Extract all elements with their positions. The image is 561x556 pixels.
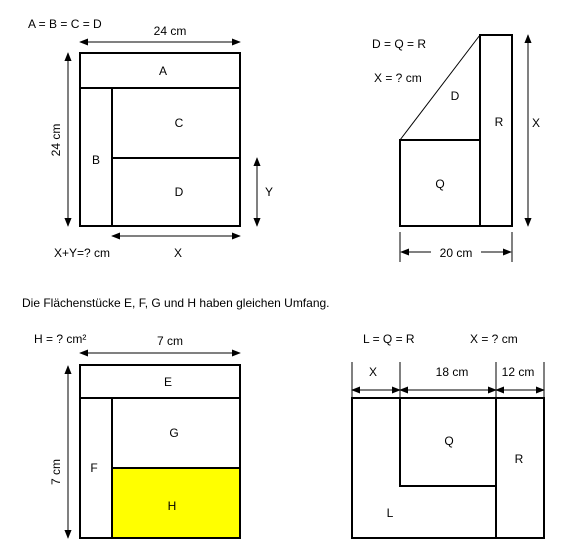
height-label: 24 cm xyxy=(49,124,63,157)
puzzle-1: A = B = C = D 24 cm 24 cm A B C D Y X X+… xyxy=(28,17,273,260)
region-l: L xyxy=(387,506,394,520)
puzzle-4-question: X = ? cm xyxy=(470,332,518,346)
right-label: 12 cm xyxy=(502,365,535,379)
outer-square xyxy=(79,52,241,227)
puzzle-2-question: X = ? cm xyxy=(374,71,422,85)
rect-r xyxy=(479,34,513,227)
outer-square xyxy=(79,364,241,539)
outer-rect xyxy=(351,397,545,539)
mid-label: 18 cm xyxy=(436,365,469,379)
width-label: 7 cm xyxy=(157,334,183,348)
region-r: R xyxy=(495,115,504,129)
y-label: Y xyxy=(265,185,273,199)
region-r: R xyxy=(515,452,524,466)
x-label: X xyxy=(174,246,182,260)
puzzle-2: D = Q = R X = ? cm D Q R X 20 cm xyxy=(372,34,540,262)
region-b: B xyxy=(92,153,100,167)
region-h: H xyxy=(168,499,177,513)
puzzle-4: L = Q = R X = ? cm X 18 cm 12 cm Q R L xyxy=(351,332,545,539)
region-g: G xyxy=(169,426,178,440)
puzzle-1-condition: A = B = C = D xyxy=(28,17,102,31)
region-e: E xyxy=(164,375,172,389)
region-d: D xyxy=(451,89,460,103)
puzzle-3: H = ? cm² 7 cm 7 cm E F G H xyxy=(34,332,241,539)
region-f: F xyxy=(90,461,97,475)
region-c: C xyxy=(175,116,184,130)
region-h-highlight xyxy=(112,468,240,538)
region-q: Q xyxy=(444,434,453,448)
height-label: 7 cm xyxy=(49,459,63,485)
x-label: X xyxy=(532,116,540,130)
puzzle-4-condition: L = Q = R xyxy=(363,332,415,346)
puzzle-2-condition: D = Q = R xyxy=(372,37,426,51)
region-d: D xyxy=(175,185,184,199)
width-label: 20 cm xyxy=(440,246,473,260)
region-q: Q xyxy=(435,177,444,191)
width-label: 24 cm xyxy=(154,24,187,38)
statement-text: Die Flächenstücke E, F, G und H haben gl… xyxy=(22,296,330,310)
region-a: A xyxy=(159,64,167,78)
puzzle-1-question: X+Y=? cm xyxy=(54,246,110,260)
x-label: X xyxy=(369,365,377,379)
puzzle-3-question: H = ? cm² xyxy=(34,332,86,346)
triangle-hypotenuse xyxy=(399,34,481,141)
l-shape-divider xyxy=(399,398,496,487)
